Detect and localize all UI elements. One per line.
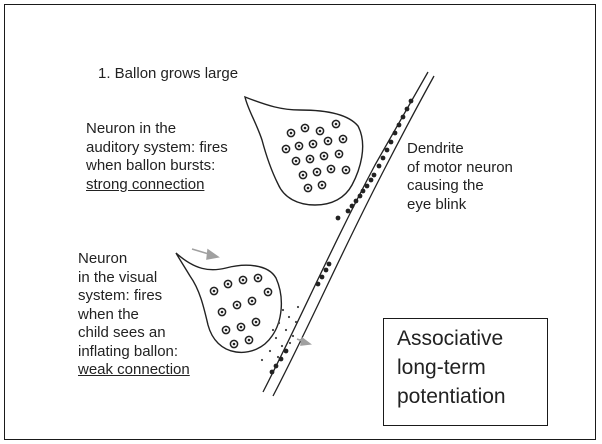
weak-connection-label: weak connection [78, 361, 190, 380]
step-title: 1. Ballon grows large [98, 65, 238, 84]
auditory-line-3: when ballon bursts: [86, 157, 228, 176]
associative-ltp-box: Associative long-term potentiation [383, 318, 548, 426]
visual-line-6: inflating ballon: [78, 343, 190, 362]
dendrite-line-4: eye blink [407, 196, 513, 215]
dendrite-line-1: Dendrite [407, 140, 513, 159]
visual-terminal-outline [176, 253, 281, 352]
auditory-line-1: Neuron in the [86, 120, 228, 139]
dendrite-receptors-strong [336, 99, 414, 221]
visual-line-2: in the visual [78, 269, 190, 288]
incoming-arrow-head [207, 250, 218, 259]
visual-vesicles [210, 274, 271, 347]
box-line-1: Associative [397, 324, 547, 353]
box-line-3: potentiation [397, 382, 547, 411]
dendrite-line-3: causing the [407, 177, 513, 196]
visual-line-3: system: fires [78, 287, 190, 306]
dendrite-line-2: of motor neuron [407, 159, 513, 178]
auditory-vesicles [282, 120, 349, 191]
dendrite-label: Dendrite of motor neuron causing the eye… [407, 140, 513, 214]
box-text: Associative long-term potentiation [384, 319, 547, 411]
auditory-neuron-label: Neuron in the auditory system: fires whe… [86, 120, 228, 194]
box-line-2: long-term [397, 353, 547, 382]
visual-neuron-label: Neuron in the visual system: fires when … [78, 250, 190, 380]
auditory-line-2: auditory system: fires [86, 139, 228, 158]
visual-line-1: Neuron [78, 250, 190, 269]
strong-connection-label: strong connection [86, 176, 228, 195]
visual-terminal [176, 253, 281, 352]
visual-vesicle-centers [213, 277, 270, 346]
visual-line-5: child sees an [78, 324, 190, 343]
release-arrow-head [301, 338, 310, 345]
visual-line-4: when the [78, 306, 190, 325]
